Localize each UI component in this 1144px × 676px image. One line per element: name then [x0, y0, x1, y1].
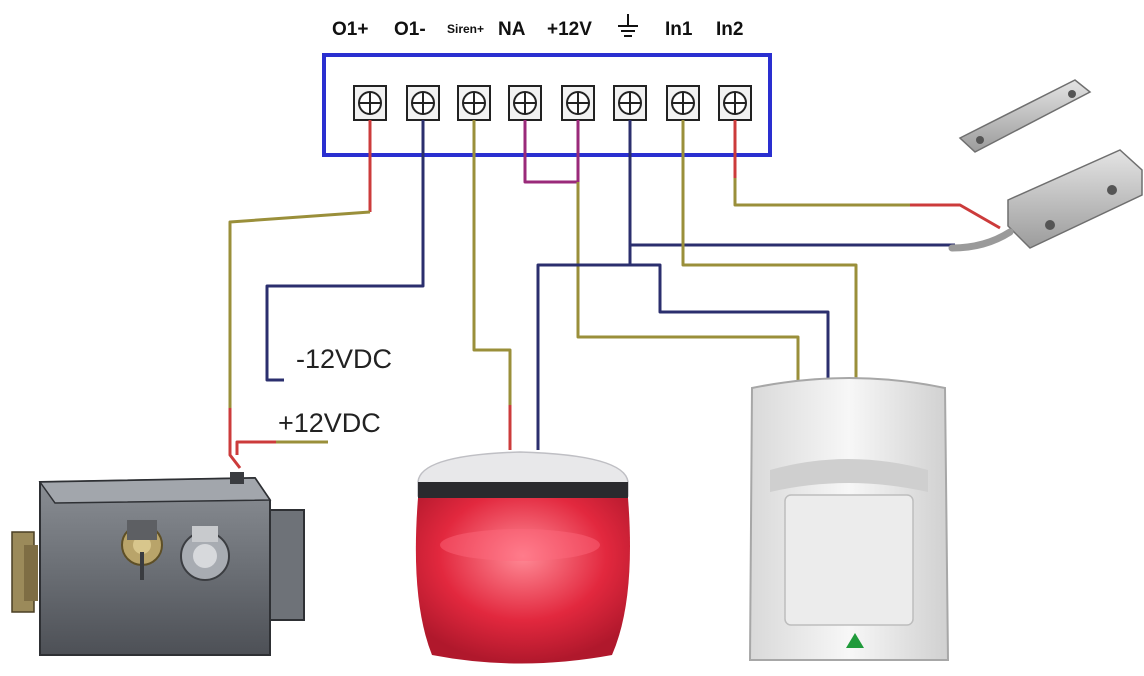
wire-lock-red	[228, 408, 242, 469]
label-in1: In1	[665, 19, 693, 40]
label-plus-12v: +12V	[547, 19, 592, 40]
electric-lock-icon	[11, 472, 305, 656]
label-o1-minus: O1-	[394, 19, 426, 40]
label-plus-12vdc: +12VDC	[278, 408, 381, 438]
wire-in1-olive	[681, 120, 858, 380]
terminal-screw-plus-12v	[561, 85, 595, 121]
reed-switch-part	[1007, 149, 1143, 249]
terminal-labels: O1+ O1- Siren+ NA +12V In1 In2	[332, 14, 743, 40]
wire-in2-red-end	[910, 203, 1001, 230]
wire-plus12-olive	[576, 182, 800, 380]
wire-jumper-purple	[523, 120, 580, 184]
wire-ground-navy-pir	[630, 263, 830, 380]
magnetic-contact-icon	[948, 79, 1143, 252]
wire-o1-plus-olive	[228, 210, 371, 408]
label-in2: In2	[716, 19, 743, 40]
terminal-screw-in1	[666, 85, 700, 121]
label-minus-12vdc: -12VDC	[296, 344, 392, 374]
terminal-screw-siren-plus	[457, 85, 491, 121]
terminal-screw-o1-plus	[353, 85, 387, 121]
terminal-screw-in2	[718, 85, 752, 121]
wire-ground-navy-siren	[536, 120, 632, 450]
terminal-screw-ground	[613, 85, 647, 121]
terminal-screw-o1-minus	[406, 85, 440, 121]
terminal-board	[322, 53, 772, 157]
siren-icon	[415, 451, 630, 664]
label-siren-plus: Siren+	[447, 22, 484, 36]
wires	[228, 120, 1001, 469]
terminal-screw-na	[508, 85, 542, 121]
wire-o1-minus-navy	[265, 120, 425, 382]
label-o1-plus: O1+	[332, 19, 368, 40]
ground-symbol-icon	[618, 14, 638, 37]
wire-lock-plus12-red	[235, 440, 276, 455]
wire-in2-olive	[733, 178, 910, 207]
label-na: NA	[498, 19, 526, 40]
magnet-part	[958, 79, 1092, 153]
wire-siren-plus-olive	[472, 120, 512, 405]
pir-sensor-icon	[748, 377, 950, 661]
